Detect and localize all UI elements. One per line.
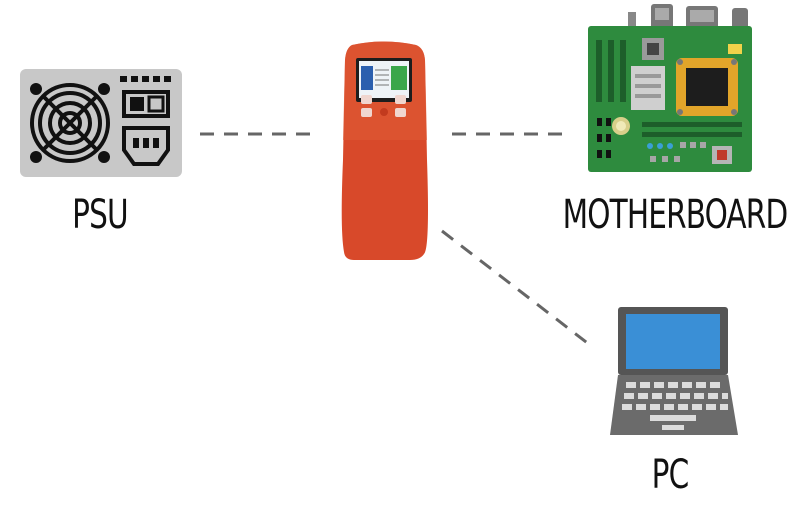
connectors [200,132,591,347]
connector-tester-pc [441,229,591,347]
psu-label: PSU [72,192,129,238]
power-supply-icon [20,69,182,177]
motherboard-icon [588,4,752,172]
handheld-tester-device-icon [341,41,428,260]
laptop-icon [610,307,738,435]
motherboard-label: MOTHERBOARD [562,192,789,238]
pc-label: PC [651,452,690,498]
